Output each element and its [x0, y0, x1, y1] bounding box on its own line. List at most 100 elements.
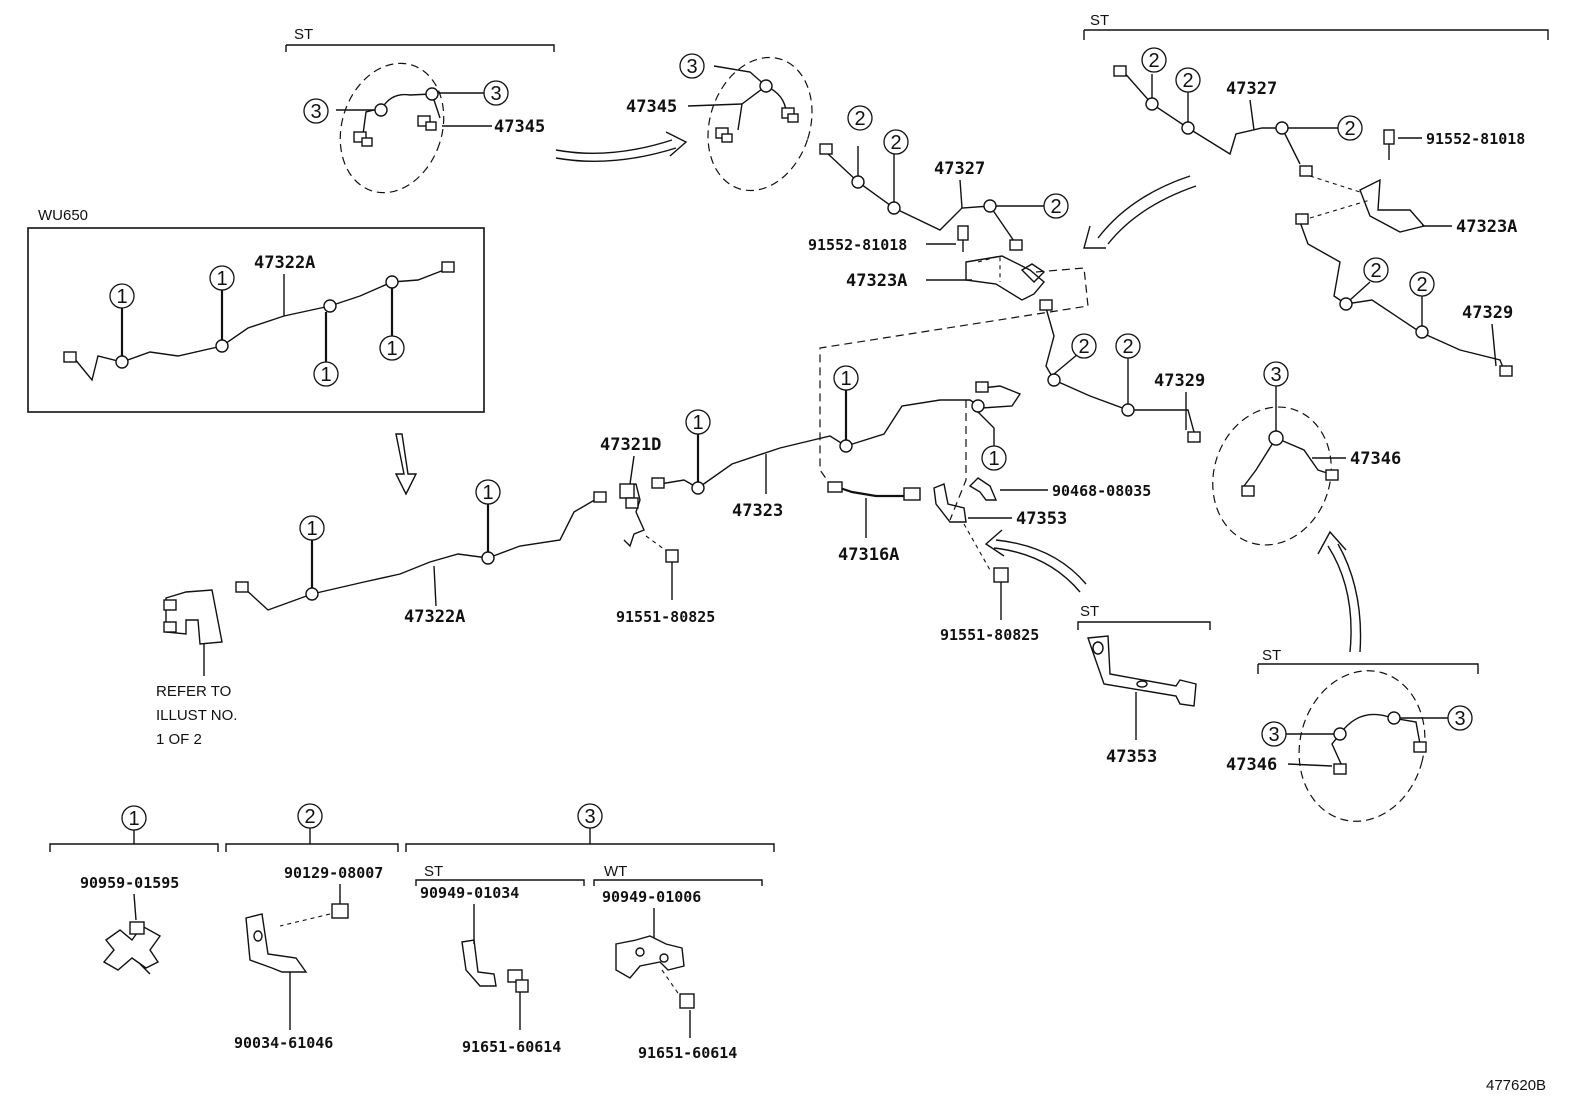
- main-tube-47322A: 1 1 47322A REFER TO ILLUST NO. 1 OF 2: [156, 479, 607, 748]
- callout-3-text: 3: [686, 56, 697, 78]
- callout-1-text: 1: [692, 412, 703, 434]
- callout-2-text: 2: [854, 108, 865, 130]
- callout-2: [1175, 67, 1201, 93]
- part-91651-60614: 91651-60614: [462, 1038, 561, 1056]
- callout-3-text: 3: [490, 83, 501, 105]
- callout-1-text: 1: [306, 518, 317, 540]
- callout-1-text: 1: [988, 448, 999, 470]
- part-90949-01034: 90949-01034: [420, 884, 519, 902]
- st-label: ST: [1262, 647, 1281, 664]
- refer-note-line-2: ILLUST NO.: [156, 707, 237, 724]
- st-label: ST: [1090, 12, 1109, 29]
- callout-2-text: 2: [1182, 70, 1193, 92]
- callout-2: [1409, 271, 1435, 297]
- part-47329: 47329: [1154, 371, 1205, 391]
- refer-note-line-3: 1 OF 2: [156, 731, 202, 748]
- st-detail-right-top: ST 2 2 2 47327 91552-81018 47323A: [1083, 12, 1549, 377]
- part-47353: 47353: [1016, 509, 1067, 529]
- callout-1-text: 1: [320, 364, 331, 386]
- part-47346: 47346: [1226, 755, 1277, 775]
- part-47316A: 47316A: [838, 545, 899, 565]
- callout-1-text: 1: [386, 338, 397, 360]
- callout-2: [1071, 333, 1097, 359]
- flow-arrow: [555, 139, 673, 155]
- part-90949-01006: 90949-01006: [602, 888, 701, 906]
- callout-1-text: 1: [128, 808, 139, 830]
- callout-3-text: 3: [1454, 708, 1465, 730]
- part-47353: 47353: [1106, 747, 1157, 767]
- legend-callout-1: 1 90959-01595: [49, 805, 219, 975]
- callout-1: [109, 283, 135, 309]
- st-label: ST: [1080, 603, 1099, 620]
- callout-3-text: 3: [310, 101, 321, 123]
- part-90468-08035: 90468-08035: [1052, 482, 1151, 500]
- down-arrow: [394, 433, 418, 496]
- callout-1-text: 1: [216, 268, 227, 290]
- callout-2: [847, 105, 873, 131]
- callout-2: [1043, 193, 1069, 219]
- flow-arrow: [1327, 545, 1352, 653]
- callout-2-text: 2: [1148, 50, 1159, 72]
- part-90034-61046: 90034-61046: [234, 1034, 333, 1052]
- flow-arrow: [1097, 175, 1191, 239]
- part-47329: 47329: [1462, 303, 1513, 323]
- callout-3: [483, 80, 509, 106]
- legend-callout-2: 2 90129-08007 90034-61046: [225, 803, 399, 1052]
- callout-2-text: 2: [1078, 336, 1089, 358]
- callout-3: [1447, 705, 1473, 731]
- part-47321D: 47321D: [600, 435, 661, 455]
- part-47322A: 47322A: [254, 253, 315, 273]
- callout-1: [209, 265, 235, 291]
- wu650-box: WU650 1 1 1 1 47322A: [27, 207, 485, 496]
- detail-47346: 3 47346 ST 3 3 47346: [1212, 361, 1479, 822]
- part-91651-60614: 91651-60614: [638, 1044, 737, 1062]
- callout-1: [313, 361, 339, 387]
- part-47345: 47345: [494, 117, 545, 137]
- callout-2: [1363, 257, 1389, 283]
- callout-3: [1263, 361, 1289, 387]
- clamp-47321D-and-tube-47323: 47321D 91551-80825 1 1 1 47323: [600, 365, 1022, 626]
- st-detail-47353: ST 47353: [1077, 603, 1211, 767]
- callout-2-text: 2: [1344, 118, 1355, 140]
- part-47327: 47327: [1226, 79, 1277, 99]
- callout-3: [679, 53, 705, 79]
- detail-47345-middle: 47345 3: [626, 53, 813, 192]
- callout-3-text: 3: [1270, 364, 1281, 386]
- part-90129-08007: 90129-08007: [284, 864, 383, 882]
- part-91551-80825: 91551-80825: [940, 626, 1039, 644]
- illustration-code: 477620B: [1486, 1077, 1546, 1094]
- flow-arrow: [995, 539, 1087, 585]
- callout-3: [303, 98, 329, 124]
- st-detail-47345-left: ST 47345 3 3: [285, 26, 688, 194]
- callout-2: [1337, 115, 1363, 141]
- callout-3: [1261, 721, 1287, 747]
- callout-1: [833, 365, 859, 391]
- st-label: ST: [424, 863, 443, 880]
- refer-note-line-1: REFER TO: [156, 683, 231, 700]
- part-47345: 47345: [626, 97, 677, 117]
- callout-2: [883, 129, 909, 155]
- callout-2: [1115, 333, 1141, 359]
- part-91551-80825: 91551-80825: [616, 608, 715, 626]
- callout-2-text: 2: [1370, 260, 1381, 282]
- part-47323A: 47323A: [846, 271, 907, 291]
- callout-3-text: 3: [584, 806, 595, 828]
- callout-1: [475, 479, 501, 505]
- callout-2-text: 2: [890, 132, 901, 154]
- callout-2-text: 2: [1416, 274, 1427, 296]
- callout-1: [685, 409, 711, 435]
- wu650-label: WU650: [38, 207, 88, 224]
- st-label: ST: [294, 26, 313, 43]
- wt-label: WT: [604, 863, 627, 880]
- legend-callout-3: 3 ST WT 90949-01034 90949-01006 91651-60…: [405, 803, 775, 1062]
- part-47323A: 47323A: [1456, 217, 1517, 237]
- hose-47316A-group: 47316A 90468-08035 47353 91551-80825: [827, 477, 1151, 644]
- callout-2-text: 2: [1122, 336, 1133, 358]
- part-47327: 47327: [934, 159, 985, 179]
- part-90959-01595: 90959-01595: [80, 874, 179, 892]
- callout-1-text: 1: [840, 368, 851, 390]
- callout-2-text: 2: [1050, 196, 1061, 218]
- callout-1-text: 1: [116, 286, 127, 308]
- callout-1-text: 1: [482, 482, 493, 504]
